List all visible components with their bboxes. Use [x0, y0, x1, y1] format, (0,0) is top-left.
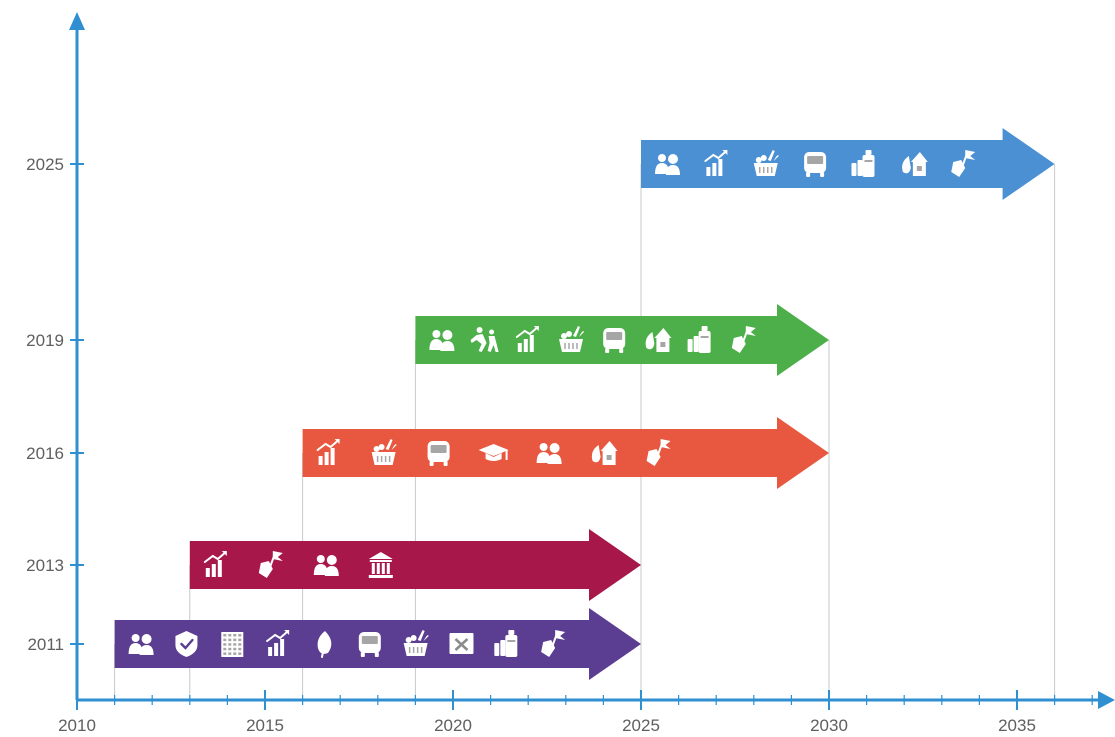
growth-chart-icon: [203, 551, 227, 577]
people-icon: [429, 330, 455, 351]
flag-hand-icon: [951, 150, 976, 177]
y-tick-label: 2013: [26, 556, 64, 575]
arrow-shape: [641, 128, 1055, 200]
people-icon: [313, 555, 339, 576]
arrow-shape: [189, 529, 642, 601]
x-tick-label: 2010: [58, 716, 96, 735]
food-basket-icon: [371, 439, 397, 465]
x-tick-label: 2015: [246, 716, 284, 735]
x-axis-arrow: [1098, 691, 1115, 709]
timeline-arrow-2011: [114, 608, 642, 680]
timeline-arrows: [114, 128, 1055, 680]
timeline-arrow-2016: [302, 417, 830, 489]
leaf-icon: [317, 631, 332, 658]
luggage-icon: [851, 150, 875, 177]
flag-hand-icon: [258, 551, 283, 578]
growth-chart-icon: [316, 439, 340, 465]
y-tick-label: 2019: [26, 331, 64, 350]
bus-icon: [804, 152, 827, 177]
bus-icon: [427, 441, 450, 466]
graduation-cap-icon: [478, 444, 509, 461]
y-tick-label: 2016: [26, 444, 64, 463]
flag-hand-icon: [731, 326, 756, 353]
arrow-shape: [302, 417, 830, 489]
building-icon: [221, 632, 244, 657]
x-tick-label: 2030: [810, 716, 848, 735]
luggage-icon: [494, 630, 518, 657]
bus-icon: [603, 328, 626, 353]
x-tick-label: 2020: [434, 716, 472, 735]
tools-icon: [449, 633, 474, 654]
y-ticks: 2011 2013 2016 2019 2025: [26, 155, 84, 654]
eco-house-icon: [591, 441, 618, 465]
government-building-icon: [368, 552, 393, 578]
food-basket-icon: [753, 150, 779, 176]
x-ticks: 2010 2015 2020 2025 2030 2035: [58, 690, 1093, 735]
bus-icon: [358, 632, 381, 657]
people-icon: [128, 634, 154, 655]
luggage-icon: [687, 326, 711, 353]
eco-house-icon: [902, 152, 928, 176]
x-tick-label: 2035: [998, 716, 1036, 735]
y-axis-arrow: [69, 12, 85, 30]
timeline-arrow-2025: [641, 128, 1055, 200]
axes: [69, 12, 1115, 709]
x-tick-label: 2025: [622, 716, 660, 735]
timeline-arrow-2013: [189, 529, 642, 601]
flag-hand-icon: [646, 439, 671, 466]
timeline-arrow-2019: [415, 304, 829, 376]
eco-house-icon: [645, 328, 672, 352]
sports-icon: [470, 327, 499, 352]
y-tick-label: 2025: [26, 155, 64, 174]
flag-hand-icon: [541, 630, 566, 657]
growth-chart-icon: [704, 150, 728, 176]
food-basket-icon: [403, 630, 429, 656]
people-icon: [655, 154, 680, 175]
y-tick-label: 2011: [27, 635, 64, 654]
people-icon: [536, 443, 562, 464]
growth-chart-icon: [266, 630, 290, 656]
growth-chart-icon: [515, 326, 539, 352]
shield-icon: [175, 631, 198, 657]
food-basket-icon: [559, 326, 584, 352]
